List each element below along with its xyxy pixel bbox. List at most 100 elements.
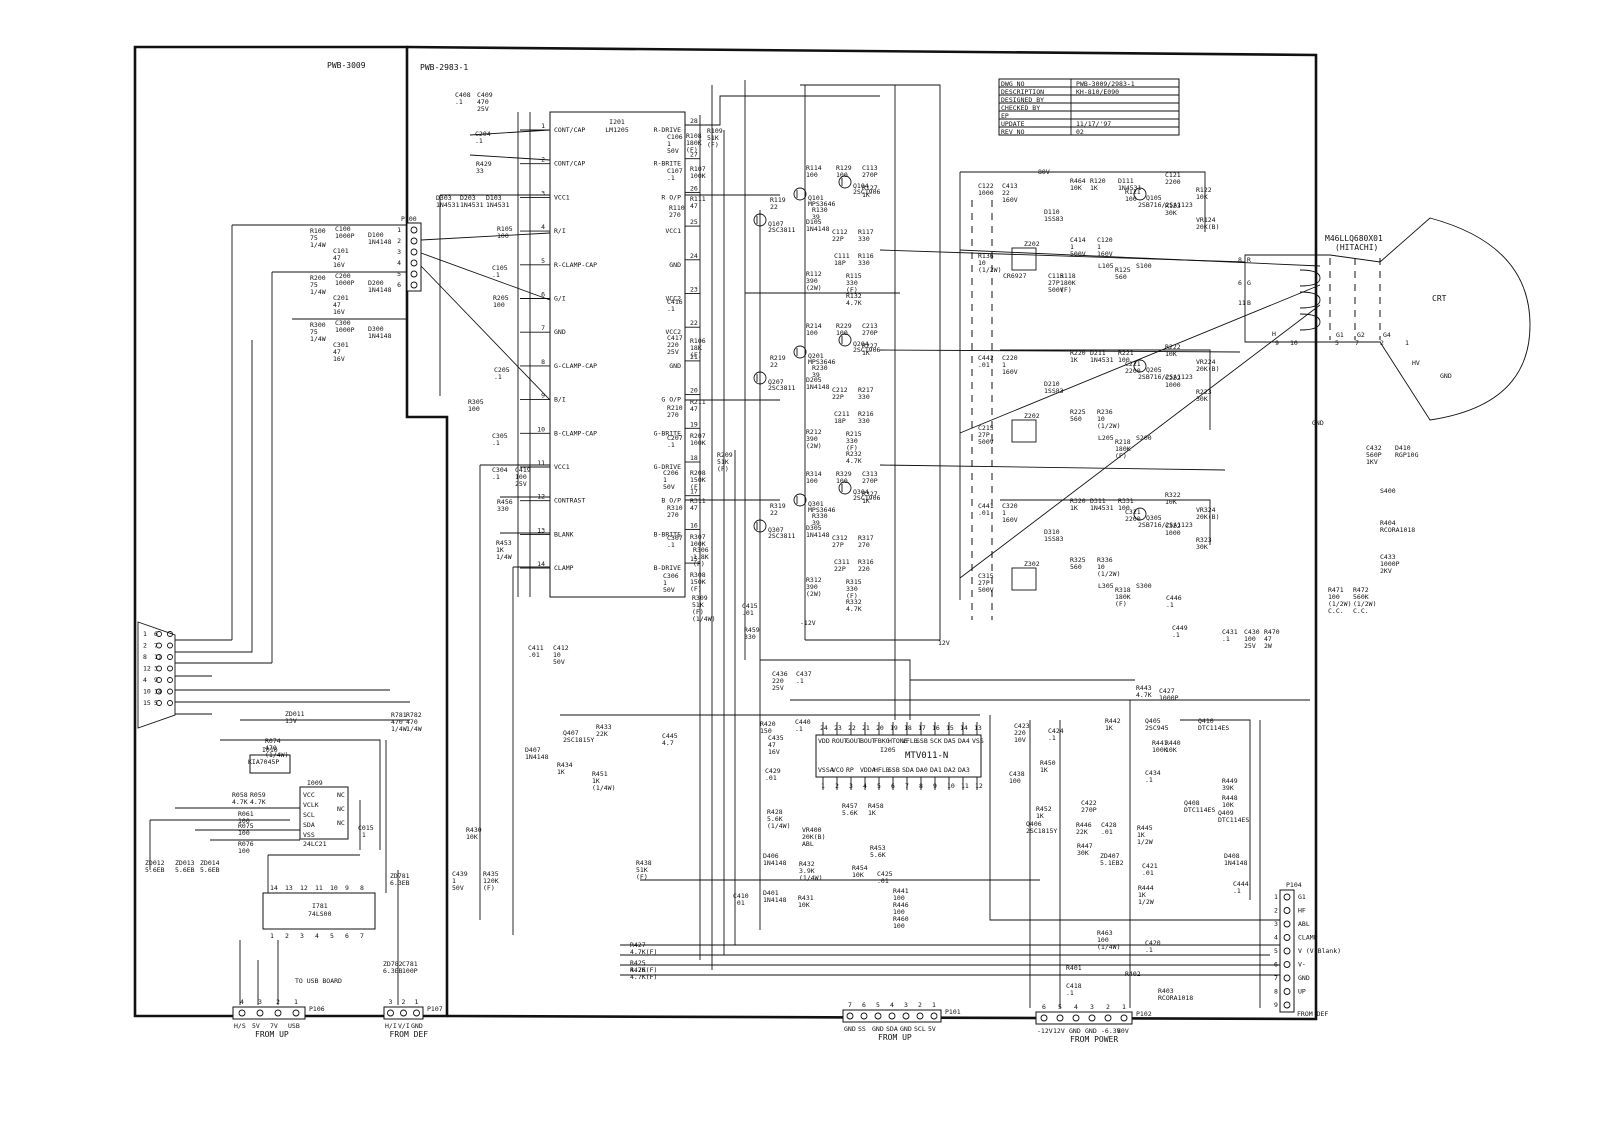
part-label: R312 bbox=[806, 576, 822, 584]
part-label: 75 bbox=[310, 281, 318, 289]
i009-pin-name: VCLK bbox=[303, 801, 319, 809]
part-label: R219 bbox=[770, 354, 786, 362]
coil-ref: L305 bbox=[1098, 582, 1114, 590]
connector-pin-num: 1 bbox=[294, 998, 298, 1006]
part-label: 500V bbox=[978, 438, 994, 446]
out-transistor-part: 2SB716/2SA1123 bbox=[1138, 373, 1193, 381]
i201-right-pin-name: R-DRIVE bbox=[654, 126, 681, 134]
part-label: D105 bbox=[806, 218, 822, 226]
i205-top-pin-name: SSB bbox=[916, 737, 928, 745]
p100-pin-num: 5 bbox=[397, 270, 401, 278]
part-label: 10K bbox=[798, 901, 810, 909]
part-label: 160V bbox=[1097, 250, 1113, 258]
part-label: R136 bbox=[978, 252, 994, 260]
ic-i205-ref: I205 bbox=[880, 746, 896, 754]
i205-bottom-pin-name: DA0 bbox=[916, 766, 928, 774]
part-label: 5.6K bbox=[842, 809, 858, 817]
part-label: VR224 bbox=[1196, 358, 1216, 366]
connector-caption: FROM UP bbox=[255, 1030, 289, 1039]
part-label: (1/2W) bbox=[1097, 422, 1120, 430]
input-part-c305: C305.1 bbox=[492, 432, 508, 447]
title-row-label: CHECKED BY bbox=[1001, 104, 1040, 112]
part-label: 18P bbox=[834, 417, 846, 425]
part-label: C408 bbox=[455, 91, 471, 99]
i201-right-pin-num: 20 bbox=[690, 387, 698, 395]
i781-top-pin: 13 bbox=[285, 884, 293, 892]
i201-right-pin-num: 22 bbox=[690, 319, 698, 327]
part-label: (F) bbox=[693, 560, 705, 568]
part-label: (1/4W) bbox=[265, 751, 288, 759]
part-label: 30K bbox=[1165, 209, 1177, 217]
i201-right-pin-name: B-DRIVE bbox=[654, 564, 681, 572]
part-label: 1/2W bbox=[1137, 838, 1153, 846]
i201-right-pin-num: 26 bbox=[690, 184, 698, 192]
ic-i010-body bbox=[249, 754, 291, 774]
part-label: R315 bbox=[846, 578, 862, 586]
part-label: 160V bbox=[1002, 196, 1018, 204]
part-label: R782 bbox=[406, 711, 422, 719]
part-label: R428 bbox=[767, 808, 783, 816]
p104-pin-label: HF bbox=[1298, 907, 1306, 915]
part-label: 4.7K bbox=[232, 798, 248, 806]
part-label: R100 bbox=[310, 227, 326, 235]
part-label: C441 bbox=[978, 502, 994, 510]
part-label: 27P bbox=[832, 541, 844, 549]
spark-gap-ref: S200 bbox=[1136, 434, 1152, 442]
diode-part: 1SS83 bbox=[1044, 387, 1064, 395]
part-label: 1K bbox=[1036, 812, 1044, 820]
part-label: .1 bbox=[358, 831, 366, 839]
part-label: 47 bbox=[690, 504, 698, 512]
part-label: 51K bbox=[717, 458, 729, 466]
i009-pin-name: NC bbox=[337, 805, 345, 813]
connector-caption: FROM DEF bbox=[390, 1030, 429, 1039]
i205-bottom-pin-num: 10 bbox=[947, 782, 955, 790]
transistor-part: 2SC1906 bbox=[853, 494, 880, 502]
i205-top-pin-num: 13 bbox=[974, 724, 982, 732]
part-label: R212 bbox=[806, 428, 822, 436]
part-label: (F) bbox=[1115, 600, 1127, 608]
part-label: 500V bbox=[1070, 250, 1086, 258]
connector-pin-num: 2 bbox=[1106, 1003, 1110, 1011]
center-c429: C429.01 bbox=[765, 767, 781, 782]
part-label: C101 bbox=[333, 247, 349, 255]
crt-color-input: H bbox=[1272, 330, 1276, 338]
part-label: 27P bbox=[978, 579, 990, 587]
part-label: R223 bbox=[1196, 388, 1212, 396]
part-label: ZD011 bbox=[285, 710, 305, 718]
part-label: C320 bbox=[1002, 502, 1018, 510]
i205-top-pin-name: VFLB bbox=[902, 737, 918, 745]
part-label: 100 bbox=[238, 847, 250, 855]
part-label: .1 bbox=[667, 305, 675, 313]
i205-top-pin-num: 19 bbox=[890, 724, 898, 732]
connector-pin-num: 3 bbox=[258, 998, 262, 1006]
part-label: 16V bbox=[768, 748, 780, 756]
i201-left-pin-name: B-CLAMP-CAP bbox=[554, 429, 597, 437]
i781-top-pin: 14 bbox=[270, 884, 278, 892]
part-label: R442 bbox=[1105, 717, 1121, 725]
i205-top-pin-name: ROUT bbox=[832, 737, 848, 745]
